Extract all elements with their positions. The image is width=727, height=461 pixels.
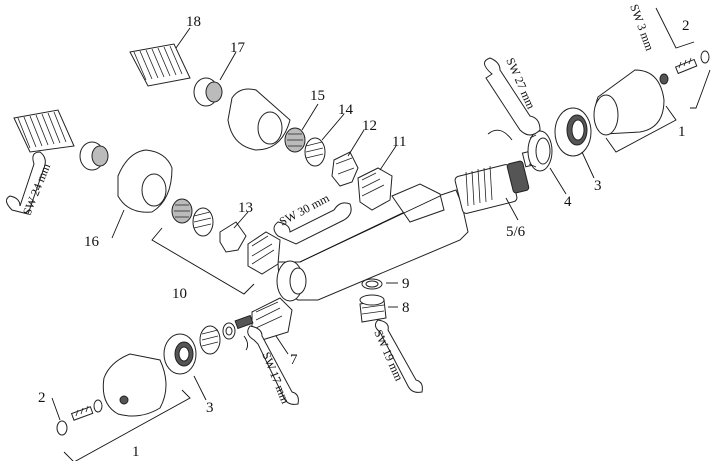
callout-17: 17 [230, 40, 246, 56]
escutcheon-upper [227, 88, 291, 151]
handle-1-right [593, 69, 665, 136]
allen-key [655, 7, 695, 49]
callout-18: 18 [186, 14, 201, 30]
thermostat-cartridge [454, 150, 535, 214]
wrench-sw30 [273, 202, 352, 245]
threaded-part-lower [192, 207, 214, 237]
wrench-sw19 [374, 319, 423, 393]
retaining-clip [487, 129, 513, 141]
handle-1-left [102, 353, 167, 417]
o-ring-9 [361, 278, 383, 290]
s-union-left [13, 109, 75, 153]
screw-right [659, 50, 710, 85]
callout-15: 15 [310, 88, 325, 104]
nut-10 [247, 231, 281, 275]
filter-lower [171, 198, 193, 224]
escutcheon-16 [117, 149, 173, 213]
callout-16: 16 [84, 234, 100, 250]
leader-1-right [690, 69, 711, 109]
ring-4 [527, 130, 553, 172]
bracket-1-right [605, 105, 677, 153]
leader-lines [51, 27, 595, 421]
nut-8 [359, 294, 387, 323]
sleeve-left [79, 141, 109, 171]
washer-left [222, 322, 236, 340]
callout-2-left: 2 [38, 390, 46, 406]
callout-14: 14 [338, 102, 354, 118]
label-sw24: SW 24 mm [20, 161, 54, 217]
wrench-sw27 [484, 57, 541, 136]
callout-1-right: 1 [678, 124, 686, 140]
callout-3-right: 3 [594, 178, 602, 194]
callout-4: 4 [564, 194, 572, 210]
callout-11: 11 [392, 134, 406, 150]
threaded-part-14 [304, 137, 326, 167]
label-sw17: SW 17 mm [259, 350, 293, 406]
label-sw3: SW 3 mm [627, 2, 657, 53]
bracket-1-left [63, 389, 191, 461]
bracket-10 [151, 227, 255, 295]
valve-body [276, 183, 469, 302]
wrench-sw24 [6, 151, 46, 215]
screw-left [56, 399, 103, 436]
callout-8: 8 [402, 300, 410, 316]
adapter-3-right [554, 107, 592, 157]
filter-15 [284, 127, 306, 153]
clip-lower [243, 335, 249, 351]
callout-2-right: 2 [682, 18, 690, 34]
callout-5-6: 5/6 [506, 224, 526, 240]
cartridge-7 [234, 297, 293, 341]
check-valve-13 [219, 221, 247, 253]
callout-10: 10 [172, 286, 187, 302]
callout-3-left: 3 [206, 400, 214, 416]
nut-11 [357, 167, 393, 211]
ring-left [199, 325, 221, 355]
sleeve-17 [193, 77, 223, 107]
callout-1-left: 1 [132, 444, 140, 460]
callout-12: 12 [362, 118, 377, 134]
adapter-3-left [163, 333, 197, 375]
check-valve-12 [331, 151, 359, 187]
callout-13: 13 [238, 200, 253, 216]
s-union-18 [129, 43, 191, 87]
callout-7: 7 [290, 352, 298, 368]
callout-9: 9 [402, 276, 410, 292]
wrench-sw17 [247, 325, 299, 405]
